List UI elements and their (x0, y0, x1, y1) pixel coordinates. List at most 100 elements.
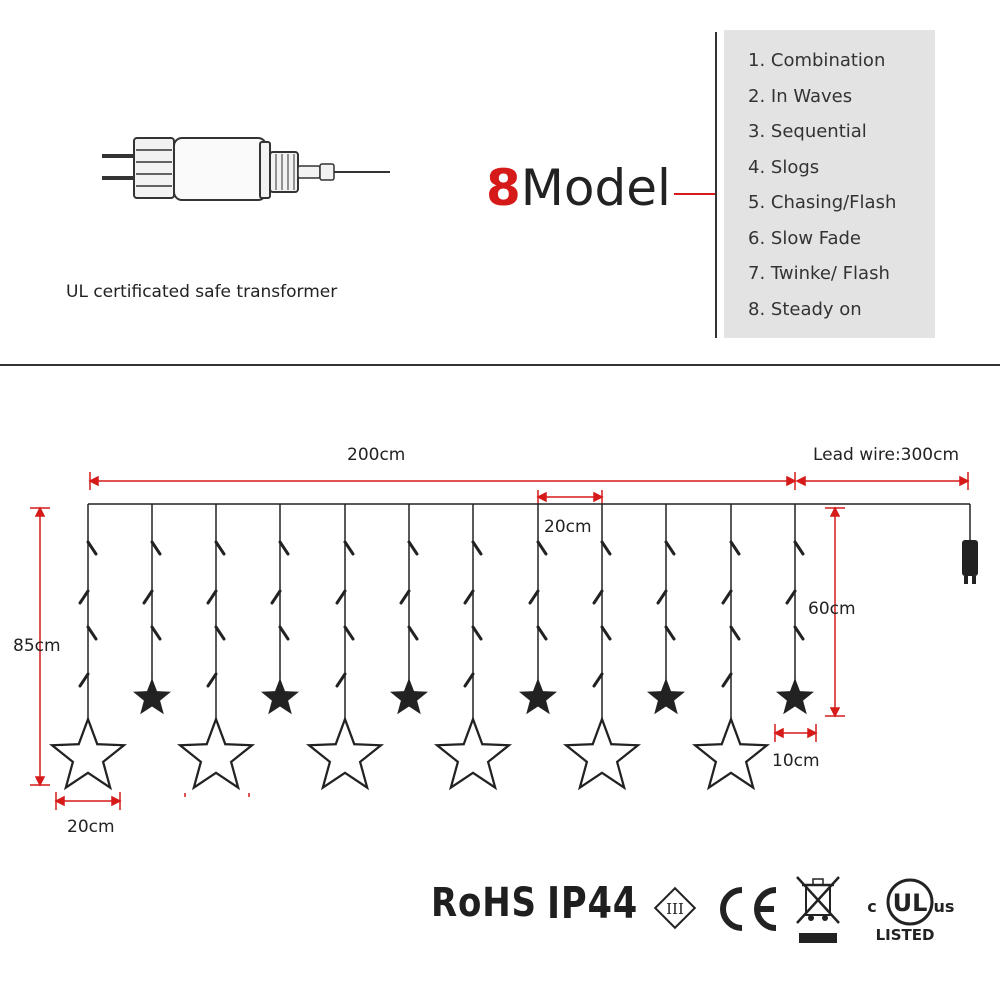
led-bulb (785, 589, 797, 605)
led-bulb (729, 625, 741, 641)
dim-arrowhead (34, 506, 46, 517)
dim-arrowhead (829, 707, 841, 718)
big-star-label: 20cm (67, 817, 115, 837)
small-star-icon (133, 678, 171, 715)
ip44-mark: IP44 (547, 878, 639, 929)
weee-bin-icon (796, 876, 840, 943)
led-bulb (407, 540, 419, 556)
dim-arrowhead (807, 727, 818, 739)
dim-arrowhead (593, 491, 604, 503)
mode-item: 7. Twinke/ Flash (748, 263, 890, 284)
led-bulb (86, 625, 98, 641)
led-bulb (78, 589, 90, 605)
mode-item: 4. Slogs (748, 156, 820, 178)
led-bulb (463, 589, 475, 605)
led-bulb (592, 589, 604, 605)
lead-connector (962, 540, 978, 576)
lead-wire-label: Lead wire:300cm (813, 445, 960, 465)
large-star-inner (183, 722, 249, 785)
led-bulb (793, 540, 805, 556)
led-bulb (471, 540, 483, 556)
small-star-label: 10cm (772, 751, 820, 771)
led-bulb (664, 540, 676, 556)
led-bulb (793, 625, 805, 641)
led-bulb (656, 589, 668, 605)
dim-arrowhead (88, 475, 99, 487)
small-star-icon (390, 678, 428, 715)
led-bulb (150, 540, 162, 556)
led-bulb (78, 672, 90, 688)
transformer-plug-illustration (102, 137, 390, 201)
led-bulb (528, 589, 540, 605)
led-bulb (407, 625, 419, 641)
led-bulb (150, 625, 162, 641)
small-star-icon (519, 678, 557, 715)
dim-arrowhead (959, 475, 970, 487)
led-bulb (721, 672, 733, 688)
model-word: Model (520, 159, 671, 217)
led-bulb (399, 589, 411, 605)
led-bulb (206, 672, 218, 688)
led-bulb (600, 540, 612, 556)
rohs-mark: RoHS (431, 880, 537, 926)
total-height-label: 85cm (13, 636, 61, 656)
led-bulb (471, 625, 483, 641)
mode-item: 2. In Waves (748, 85, 853, 107)
led-bulb (214, 540, 226, 556)
dim-arrowhead (34, 776, 46, 787)
dim-arrowhead (829, 506, 841, 517)
ul-listed-text: LISTED (876, 926, 935, 944)
dim-arrowhead (54, 795, 65, 807)
led-bulb (343, 540, 355, 556)
curtain-light-diagram (30, 472, 978, 810)
mode-item: 5. Chasing/Flash (748, 192, 897, 213)
total-width-label: 200cm (347, 445, 406, 465)
large-star-inner (569, 722, 635, 785)
dim-arrowhead (795, 475, 806, 487)
led-bulb (278, 540, 290, 556)
led-bulb (463, 672, 475, 688)
lead-connector-pin (964, 576, 968, 584)
small-star-icon (647, 678, 685, 715)
led-bulb (592, 672, 604, 688)
class-iii-icon: III (653, 886, 697, 930)
led-bulb (335, 672, 347, 688)
led-bulb (270, 589, 282, 605)
section-divider (0, 364, 1000, 366)
led-bulb (206, 589, 218, 605)
mode-item: 3. Sequential (748, 121, 867, 142)
ul-us-text: us (934, 897, 955, 916)
mode-item: 8. Steady on (748, 298, 862, 320)
led-bulb (536, 540, 548, 556)
small-star-icon (261, 678, 299, 715)
ul-listed-icon: UL c us LISTED (867, 878, 955, 944)
led-bulb (335, 589, 347, 605)
led-bulb (721, 589, 733, 605)
led-bulb (142, 589, 154, 605)
large-star-inner (55, 722, 121, 785)
mode-item: 1. Combination (748, 50, 886, 71)
short-strand-label: 60cm (808, 599, 856, 619)
ul-c-text: c (867, 897, 876, 916)
model-title: 8Model (486, 158, 671, 218)
lighting-modes-panel: 1. Combination 2. In Waves 3. Sequential… (724, 30, 935, 338)
lighting-modes-list: 1. Combination 2. In Waves 3. Sequential… (724, 30, 935, 331)
mode-item: 6. Slow Fade (748, 227, 862, 249)
mode-divider (715, 32, 717, 338)
led-bulb (86, 540, 98, 556)
led-bulb (664, 625, 676, 641)
large-star-inner (312, 722, 378, 785)
led-bulb (536, 625, 548, 641)
dim-arrowhead (536, 491, 547, 503)
transformer-caption: UL certificated safe transformer (66, 282, 338, 302)
spacing-label: 20cm (544, 517, 592, 537)
led-bulb (600, 625, 612, 641)
dim-arrowhead (773, 727, 784, 739)
small-star-icon (776, 678, 814, 715)
lead-connector-pin (972, 576, 976, 584)
ce-mark-icon (720, 887, 777, 931)
led-bulb (214, 625, 226, 641)
led-bulb (278, 625, 290, 641)
dim-arrowhead (786, 475, 797, 487)
led-bulb (343, 625, 355, 641)
